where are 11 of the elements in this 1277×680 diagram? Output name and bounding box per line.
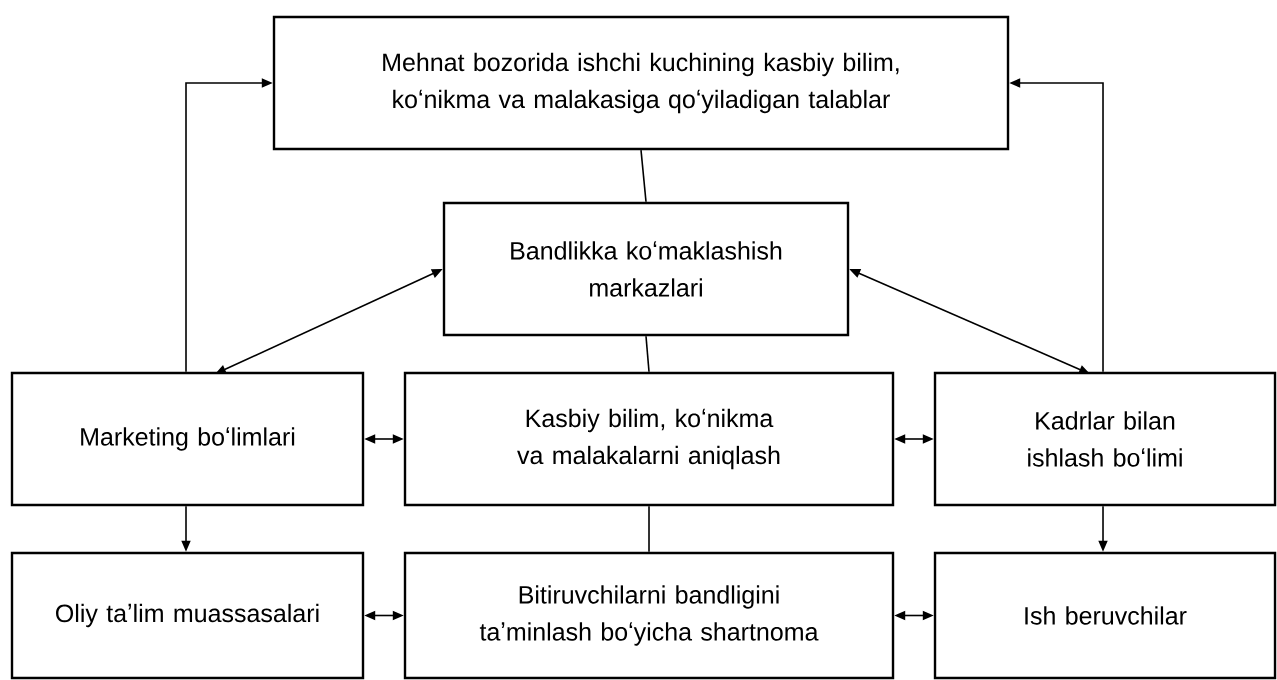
text-box: Ish beruvchilar: [933, 551, 1277, 680]
text-box: Mehnat bozorida ishchi kuchining kasbiy bilim, koʻnikma va malakasiga qoʻyiladigan talablar: [272, 15, 1010, 151]
connector-line: [640, 149, 647, 203]
text-box: Kadrlar bilan ishlash boʻlimi: [933, 371, 1277, 507]
text-box: Oliy taʼlim muassasalari: [10, 551, 365, 680]
text-box: Kasbiy bilim, koʻnikma va malakalarni aniqlash: [403, 371, 895, 507]
text-box: Marketing boʻlimlari: [10, 371, 365, 507]
connector-line: [645, 335, 650, 373]
text-box: Bitiruvchilarni bandligini taʼminlash boʻyicha shartnoma: [403, 551, 895, 680]
connector-line: [648, 505, 650, 553]
text-box: Bandlikka koʻmaklashish markazlari: [442, 201, 850, 337]
